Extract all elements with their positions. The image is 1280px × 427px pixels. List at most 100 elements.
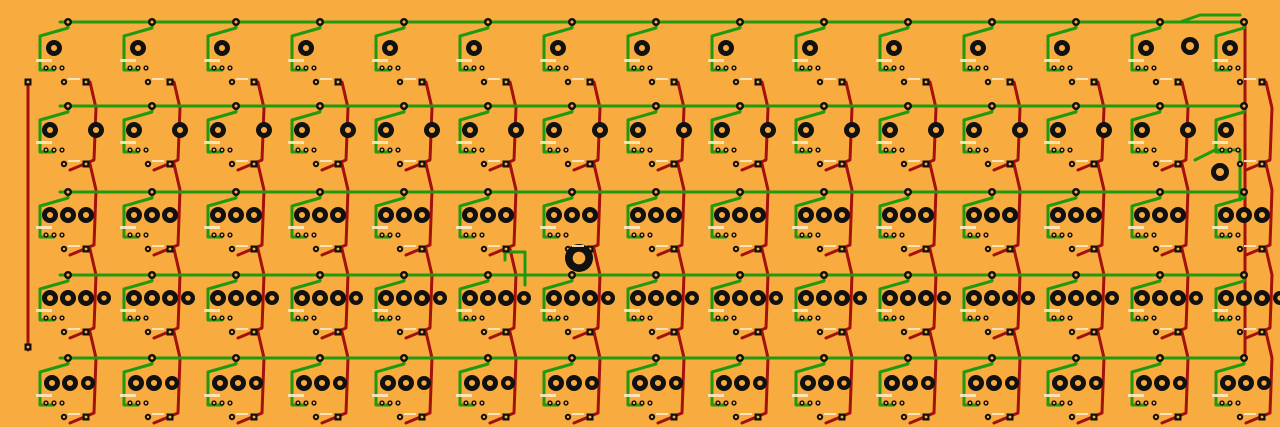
key-52-diode-square-hole xyxy=(588,330,592,334)
key-30-diode-square-hole xyxy=(1260,162,1264,166)
key-15-silk-diode xyxy=(1244,78,1256,80)
key-12-pin-3-hole xyxy=(984,66,988,70)
key-51-diode-round-hole xyxy=(482,330,486,334)
key-5-switch-pad-hole xyxy=(386,44,394,52)
key-67-pin-1-hole xyxy=(548,401,552,405)
key-34-pin-3-hole xyxy=(312,233,316,237)
key-16-bottom-trace xyxy=(68,162,98,257)
key-73-pin-2-hole xyxy=(1060,401,1064,405)
key-42-pin-2-hole xyxy=(976,233,980,237)
key-10-bus-pad-hole xyxy=(822,20,826,24)
key-70-silk-diode xyxy=(824,413,836,415)
key-38-pin-3-hole xyxy=(648,233,652,237)
key-38-silk-diode xyxy=(656,245,668,247)
key-72-pin-2-hole xyxy=(976,401,980,405)
key-49-diode-square-hole xyxy=(336,330,340,334)
key-57-silk-label xyxy=(960,309,976,312)
key-21-switch-pad-a-hole xyxy=(466,126,474,134)
key-48-switch-pad-b-hole xyxy=(232,294,240,302)
key-16-pin-2-hole xyxy=(52,148,56,152)
key-28-silk-diode xyxy=(1076,160,1088,162)
key-41-switch-pad-c-hole xyxy=(922,211,930,219)
key-4-silk-label xyxy=(288,59,304,62)
key-54-switch-pad-c-hole xyxy=(754,294,762,302)
key-20-switch-pad-b-hole xyxy=(428,126,436,134)
key-37-switch-pad-c-hole xyxy=(586,211,594,219)
key-37-bottom-trace xyxy=(572,247,602,340)
key-73-silk-label xyxy=(1044,394,1060,397)
key-48-pin-1-hole xyxy=(212,316,216,320)
key-69-pin-3-hole xyxy=(732,401,736,405)
key-70-bus-pad-hole xyxy=(822,356,826,360)
key-36-silk-label xyxy=(456,226,472,229)
key-52-switch-pad-c-hole xyxy=(586,294,594,302)
key-35-pin-2-hole xyxy=(388,233,392,237)
key-61-switch-pad-b-hole xyxy=(66,379,74,387)
key-11-pin-3-hole xyxy=(900,66,904,70)
key-1-bus-pad-hole xyxy=(66,20,70,24)
key-29-diode-round-hole xyxy=(1154,162,1158,166)
key-8-silk-diode xyxy=(656,78,668,80)
key-1-pin-2-hole xyxy=(52,66,56,70)
key-7-silk-label xyxy=(540,59,556,62)
key-60-switch-pad-c-hole xyxy=(1258,294,1266,302)
key-16-pin-3-hole xyxy=(60,148,64,152)
key-71-silk-label xyxy=(876,394,892,397)
key-75-bus-pad-hole xyxy=(1242,356,1246,360)
key-16-pin-1-hole xyxy=(44,148,48,152)
key-50-pin-2-hole xyxy=(388,316,392,320)
key-49-silk-label xyxy=(288,309,304,312)
key-3-pin-2-hole xyxy=(220,66,224,70)
key-50-switch-pad-d-hole xyxy=(437,295,443,301)
key-19-diode-round-hole xyxy=(314,162,318,166)
key-68-pin-3-hole xyxy=(648,401,652,405)
key-75-switch-pad-b-hole xyxy=(1242,379,1250,387)
key-30-switch-pad-a-hole xyxy=(1222,126,1230,134)
key-21-pin-1-hole xyxy=(464,148,468,152)
key-2-silk-label xyxy=(120,59,136,62)
key-64-diode-round-hole xyxy=(314,415,318,419)
key-41-bus-pad-hole xyxy=(906,190,910,194)
key-18-silk-diode xyxy=(236,160,248,162)
key-10-diode-round-hole xyxy=(818,80,822,84)
key-54-switch-pad-b-hole xyxy=(736,294,744,302)
key-46-silk-diode xyxy=(68,328,80,330)
key-65-pin-3-hole xyxy=(396,401,400,405)
key-58-bus-pad-hole xyxy=(1074,273,1078,277)
key-36-pin-1-hole xyxy=(464,233,468,237)
key-20-pin-3-hole xyxy=(396,148,400,152)
key-72-diode-round-hole xyxy=(986,415,990,419)
key-68-diode-square-hole xyxy=(672,415,676,419)
key-1-pin-1-hole xyxy=(44,66,48,70)
key-27-bottom-trace xyxy=(992,162,1022,257)
key-57-pin-2-hole xyxy=(976,316,980,320)
key-41-pin-2-hole xyxy=(892,233,896,237)
key-1-diode-square-hole xyxy=(84,80,88,84)
key-71-switch-pad-c-hole xyxy=(925,380,931,386)
key-69-switch-pad-c-hole xyxy=(757,380,763,386)
key-15-diode-square-hole xyxy=(1260,80,1264,84)
key-43-bottom-trace xyxy=(1076,247,1106,340)
key-55-pin-1-hole xyxy=(800,316,804,320)
key-56-silk-diode xyxy=(908,328,920,330)
key-63-diode-square-hole xyxy=(252,415,256,419)
key-64-pin-2-hole xyxy=(304,401,308,405)
key-68-pin-1-hole xyxy=(632,401,636,405)
key-52-silk-label xyxy=(540,309,556,312)
key-59-pin-3-hole xyxy=(1152,316,1156,320)
key-41-silk-diode xyxy=(908,245,920,247)
key-14-pin-2-hole xyxy=(1144,66,1148,70)
key-34-bottom-trace xyxy=(320,247,350,340)
key-71-diode-square-hole xyxy=(924,415,928,419)
key-26-silk-diode xyxy=(908,160,920,162)
key-40-bottom-trace xyxy=(824,247,854,340)
key-16-switch-pad-a-hole xyxy=(46,126,54,134)
key-11-silk-diode xyxy=(908,78,920,80)
key-59-diode-round-hole xyxy=(1154,330,1158,334)
key-51-pin-1-hole xyxy=(464,316,468,320)
key-59-bottom-trace xyxy=(1160,330,1190,425)
key-49-diode-round-hole xyxy=(314,330,318,334)
key-18-switch-pad-a-hole xyxy=(214,126,222,134)
key-43-bus-pad-hole xyxy=(1074,190,1078,194)
key-64-switch-pad-c-hole xyxy=(337,380,343,386)
